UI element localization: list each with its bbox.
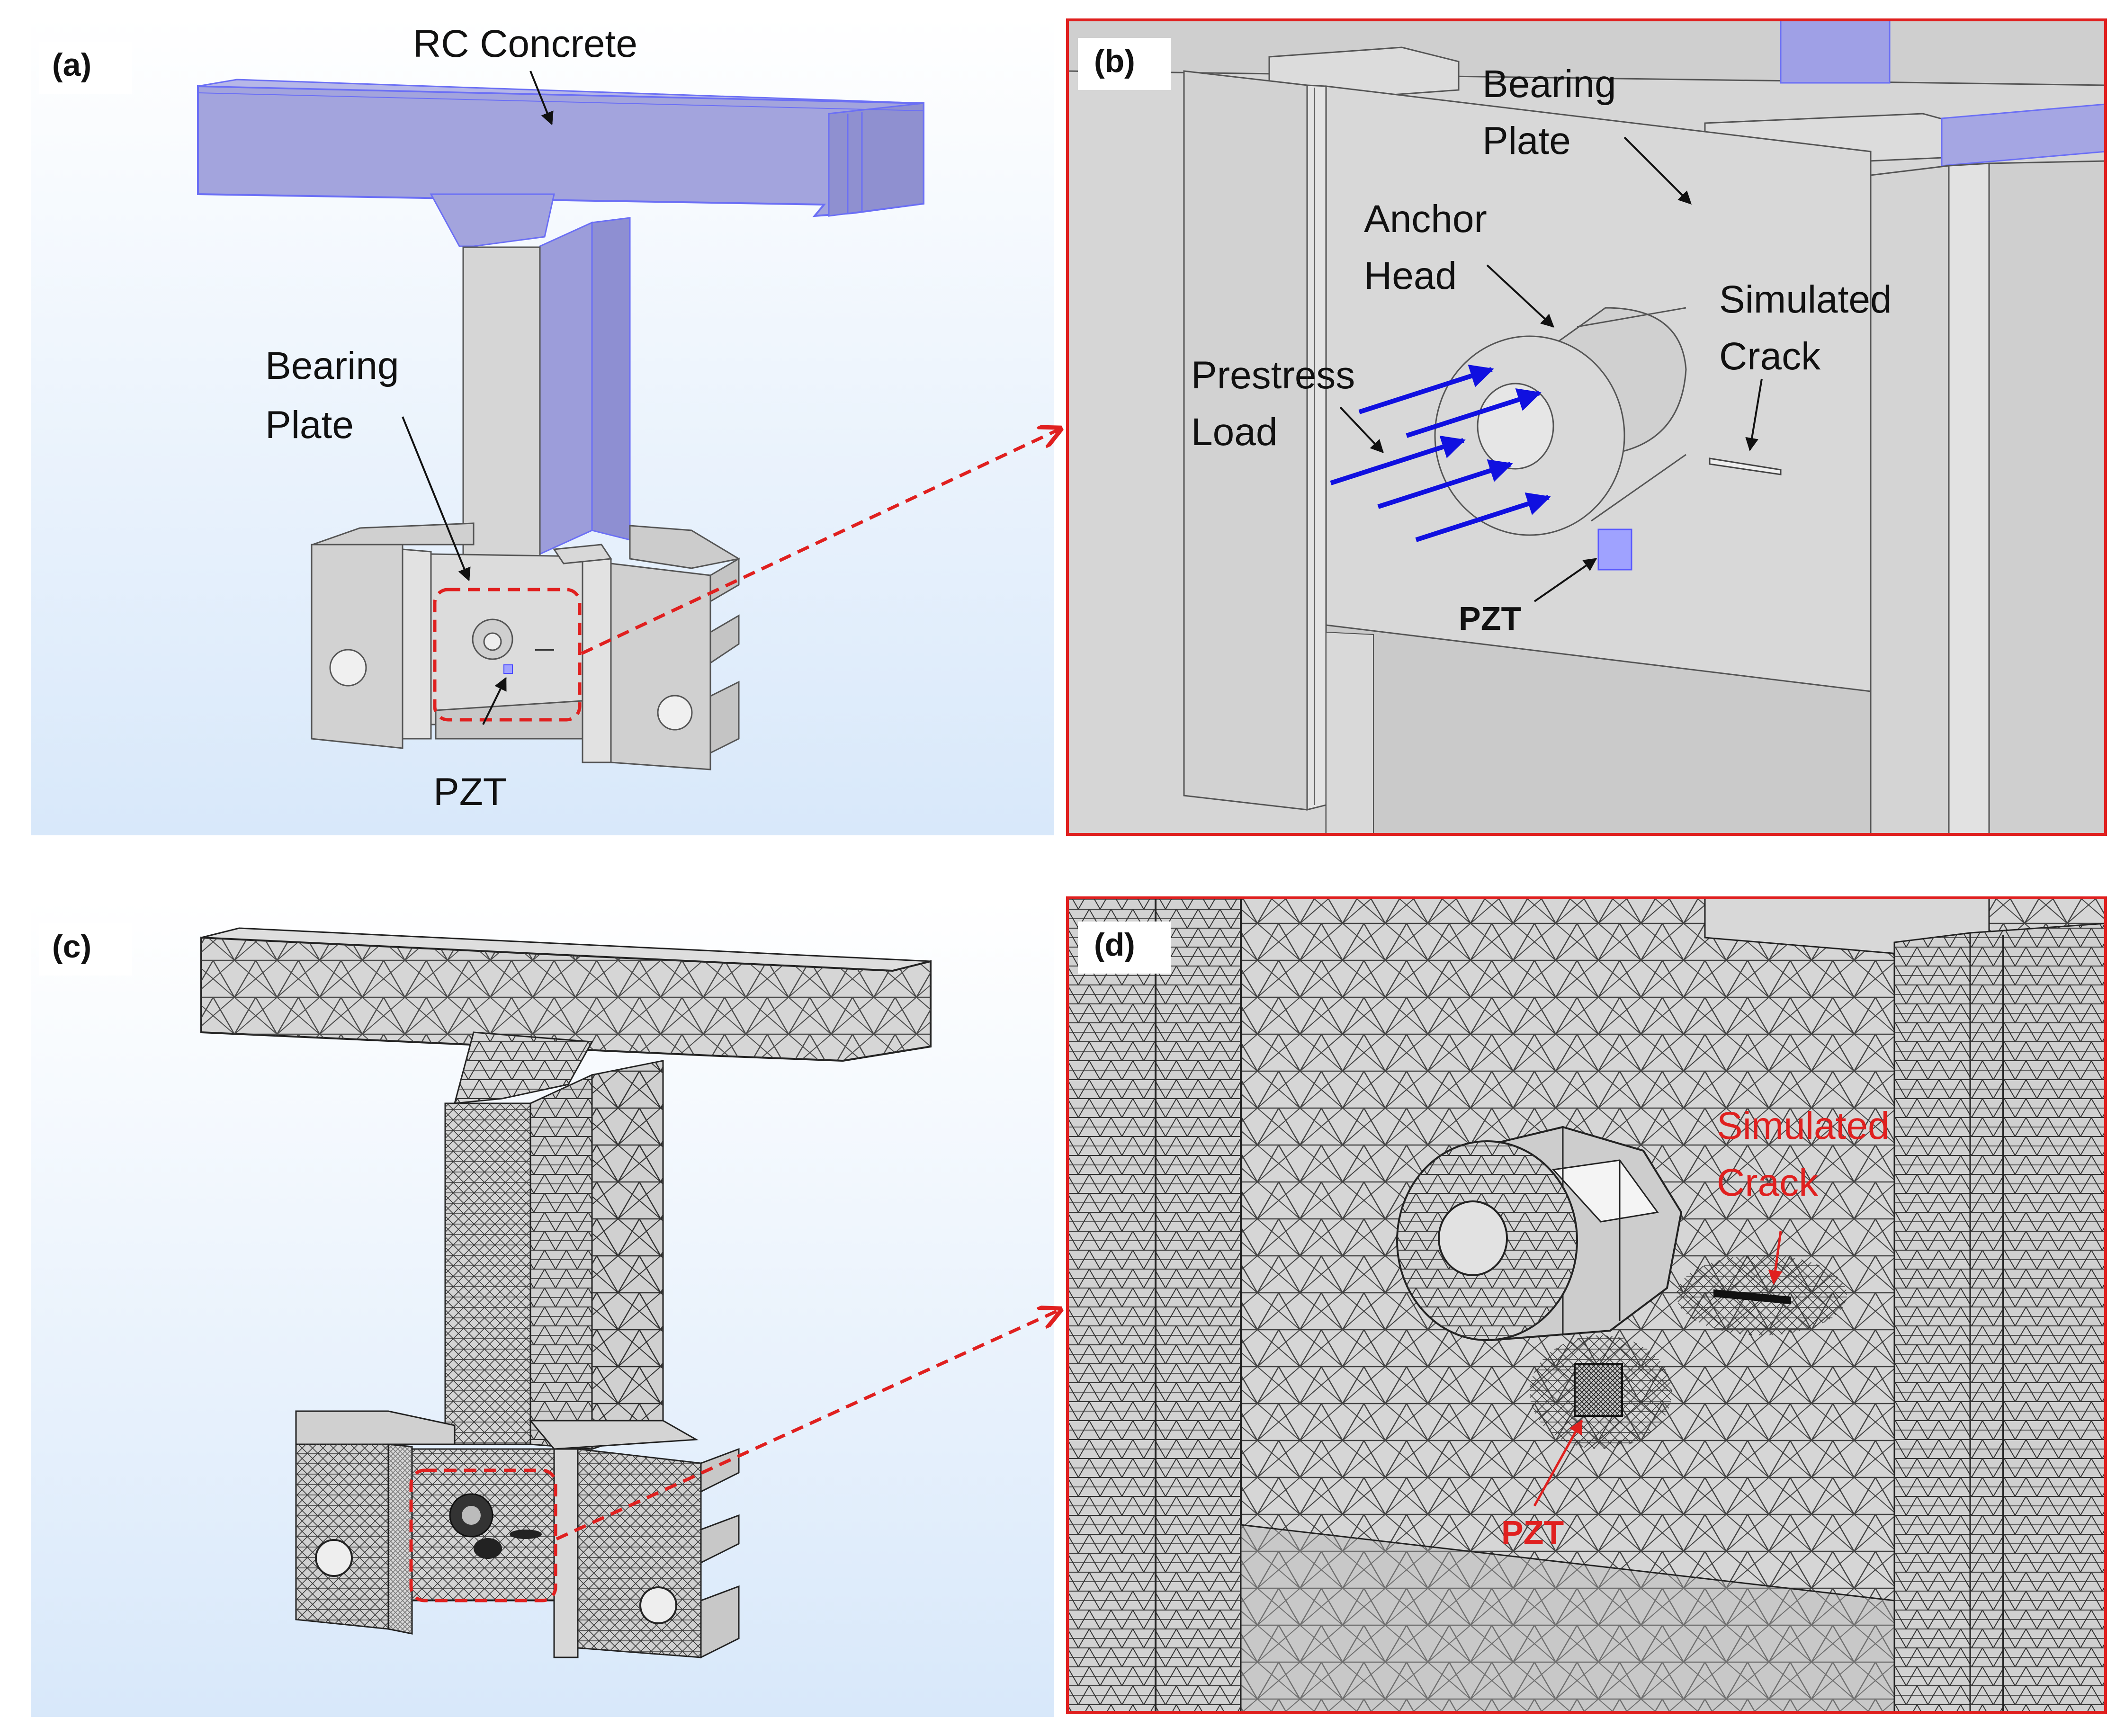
simulated-crack-arrow-d [1768, 1231, 1783, 1285]
prestress-load-arrow [1339, 406, 1384, 454]
pzt-arrow-b [1533, 558, 1597, 602]
zoom-arrow-c-to-d [556, 1309, 1061, 1541]
rc-concrete-deck [197, 79, 924, 555]
prestress-load-label-line1: Prestress [1191, 354, 1355, 397]
steel-base-assembly [311, 522, 741, 770]
simulated-crack-arrow-b [1745, 378, 1763, 451]
meshed-deck [200, 927, 932, 1104]
panel-a-tag: (a) [52, 47, 91, 83]
panel-a: (a) RC Concrete Bearing Plate PZT [31, 16, 1054, 835]
simulated-crack-b [1709, 457, 1782, 475]
panel-b-tag: (b) [1094, 43, 1135, 79]
prestress-load-arrows [1330, 364, 1551, 542]
bearing-plate-label-b-line2: Plate [1482, 119, 1571, 162]
panel-c: (c) [31, 900, 1054, 1717]
bearing-plate-label-a-line1: Bearing [265, 344, 399, 387]
pzt-arrow-a [482, 677, 507, 725]
panel-d-frame [1066, 896, 2107, 1714]
panel-d-tag: (d) [1094, 927, 1135, 963]
panel-c-tag: (c) [52, 929, 91, 965]
bearing-plate-label-a-line2: Plate [265, 403, 354, 447]
simulated-crack-label-b-line2: Crack [1719, 335, 1821, 378]
pzt-label-a: PZT [433, 770, 507, 814]
panel-d: (d) Simulated Crack PZT [1066, 896, 2107, 1714]
panel-b: (b) Bearing Plate Anchor Head Prestress … [1066, 18, 2107, 836]
anchor-head-arrow [1486, 264, 1555, 328]
bearing-plate-arrow-a [402, 416, 471, 582]
simulated-crack-d [1713, 1289, 1791, 1305]
simulated-crack-label-b-line1: Simulated [1719, 278, 1892, 321]
prestress-load-label-line2: Load [1191, 411, 1277, 454]
anchor-head-label-line1: Anchor [1364, 197, 1487, 241]
bearing-plate-arrow-b [1623, 136, 1692, 205]
rc-concrete-label: RC Concrete [413, 22, 637, 65]
panel-b-frame [1066, 18, 2107, 836]
bearing-plate-label-b-line1: Bearing [1482, 63, 1616, 106]
rc-concrete-arrow [529, 71, 554, 125]
zoom-arrow-a-to-b [581, 429, 1061, 655]
simulated-crack-label-d-line1: Simulated [1717, 1104, 1890, 1147]
meshed-base-assembly [295, 1410, 740, 1659]
pzt-patch-b [1597, 528, 1632, 571]
meshed-column [444, 1060, 664, 1450]
pzt-label-d: PZT [1501, 1514, 1564, 1551]
zoom-callout-a [433, 588, 582, 722]
pzt-arrow-d [1533, 1419, 1583, 1507]
pzt-label-b: PZT [1459, 600, 1521, 637]
anchor-head-label-line2: Head [1364, 254, 1457, 297]
pzt-patch-a [503, 664, 513, 674]
simulated-crack-label-d-line2: Crack [1717, 1161, 1819, 1204]
zoom-callout-c [409, 1468, 557, 1602]
steel-column [462, 246, 541, 560]
anchor-head-d [1396, 1126, 1683, 1342]
